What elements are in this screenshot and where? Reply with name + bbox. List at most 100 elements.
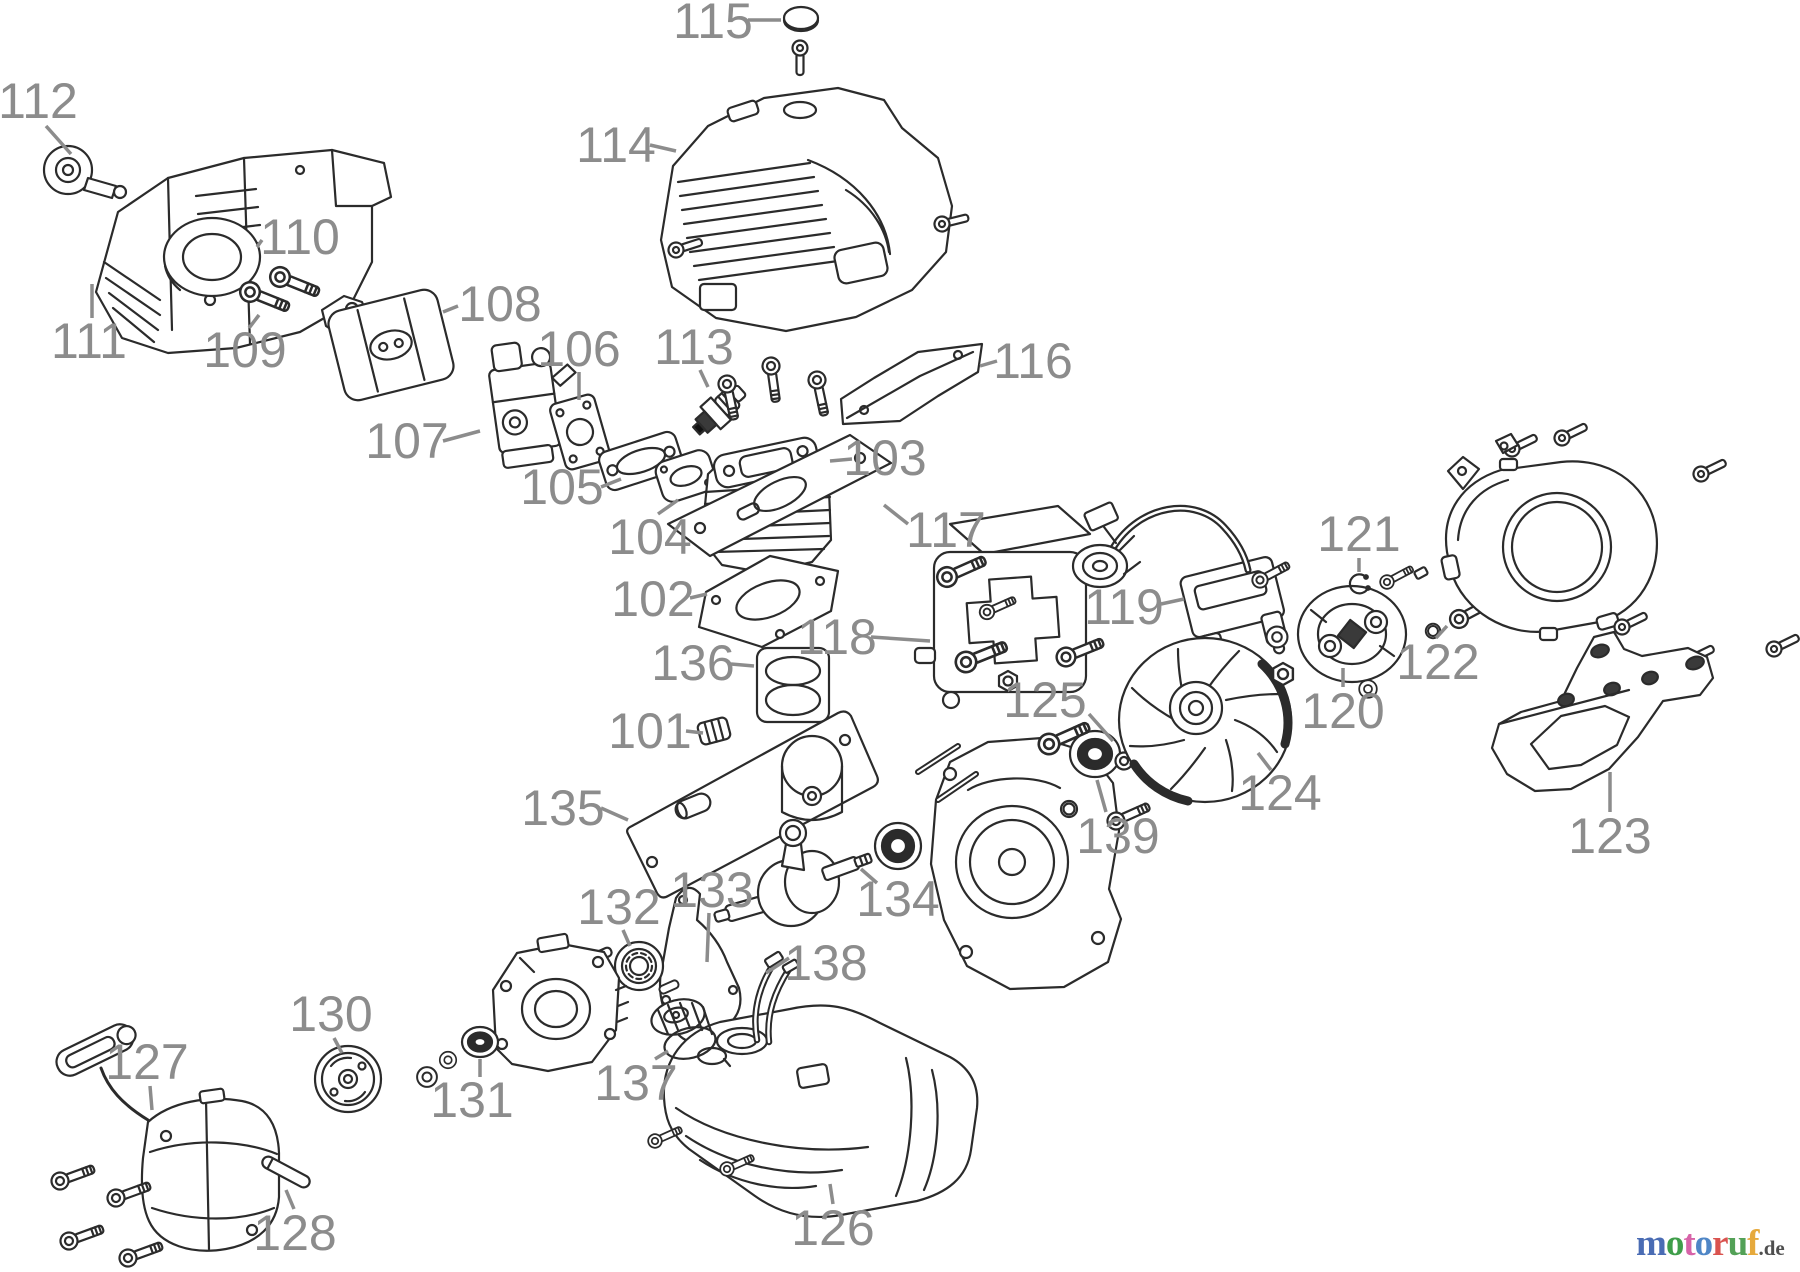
leader-line-130 <box>332 1037 344 1054</box>
part-label-124: 124 <box>1238 765 1321 821</box>
part-label-128: 128 <box>253 1205 336 1261</box>
leader-line-109 <box>247 313 261 330</box>
leader-line-108 <box>442 304 459 314</box>
leader-line-101 <box>685 729 704 735</box>
part-label-114: 114 <box>576 117 656 173</box>
hex-nut <box>1271 661 1295 687</box>
part-label-106: 106 <box>537 321 620 377</box>
recoil-starter <box>55 1023 281 1252</box>
part-label-123: 123 <box>1568 808 1651 864</box>
starter-handle <box>55 1023 137 1077</box>
logo-letter: o <box>1665 1223 1684 1264</box>
kill-switch-connector <box>1083 501 1119 532</box>
part-label-113: 113 <box>654 319 734 375</box>
part-label-127: 127 <box>105 1034 188 1090</box>
cover-cap <box>782 5 820 33</box>
leader-line-119 <box>1160 597 1185 606</box>
part-label-104: 104 <box>608 509 691 565</box>
leader-line-135 <box>600 806 629 822</box>
leader-line-118 <box>870 635 931 643</box>
part-labels: 1011021031041051061071081091101111121131… <box>0 0 1652 1261</box>
part-label-101: 101 <box>608 703 691 759</box>
part-label-133: 133 <box>670 862 753 918</box>
part-label-102: 102 <box>611 571 694 627</box>
part-label-115: 115 <box>673 0 753 49</box>
part-label-132: 132 <box>577 879 660 935</box>
cover-cap-screw <box>791 39 809 77</box>
washer <box>438 1050 458 1070</box>
manifold-gasket <box>654 449 718 503</box>
part-label-110: 110 <box>260 209 340 265</box>
muffler-gasket <box>666 433 893 558</box>
part-label-134: 134 <box>856 871 939 927</box>
leader-line-110 <box>255 238 264 249</box>
carburetor <box>488 341 577 469</box>
logo-letter: .de <box>1758 1236 1785 1260</box>
logo-letter: f <box>1747 1223 1759 1264</box>
circlip <box>1348 573 1371 595</box>
connecting-rod <box>778 818 808 872</box>
cylinder-bolts <box>715 355 834 423</box>
leader-line-113 <box>698 369 710 388</box>
leader-line-117 <box>882 503 910 526</box>
needle-bearing <box>696 716 732 746</box>
starter-pulley <box>313 1044 383 1114</box>
spacer <box>1413 566 1429 580</box>
part-label-112: 112 <box>0 73 78 129</box>
logo-letter: t <box>1683 1223 1695 1264</box>
part-label-108: 108 <box>458 276 541 332</box>
engine-top-cover <box>659 86 954 333</box>
part-label-119: 119 <box>1084 579 1164 635</box>
leader-line-125 <box>1087 712 1115 743</box>
logo-letter: m <box>1636 1223 1667 1264</box>
part-label-111: 111 <box>51 313 127 369</box>
clutch <box>1296 584 1408 684</box>
leader-line-137 <box>654 1049 669 1061</box>
part-label-116: 116 <box>993 333 1073 389</box>
air-filter-cover <box>327 288 455 402</box>
part-label-130: 130 <box>289 986 372 1042</box>
crankshaft <box>713 818 873 928</box>
crankcase-half-left <box>491 932 630 1073</box>
leader-line-102 <box>689 592 708 600</box>
leader-line-136 <box>730 662 755 668</box>
part-label-122: 122 <box>1396 634 1479 690</box>
part-label-135: 135 <box>521 780 604 836</box>
part-label-137: 137 <box>594 1055 677 1111</box>
part-label-121: 121 <box>1317 506 1400 562</box>
logo-letter: r <box>1712 1223 1728 1264</box>
leader-line-138 <box>765 956 790 975</box>
cylinder-base-gasket <box>697 554 840 649</box>
logo-letter: u <box>1727 1223 1749 1264</box>
part-label-125: 125 <box>1003 672 1086 728</box>
leader-line-107 <box>442 429 481 443</box>
fuel-tank <box>662 1004 979 1219</box>
part-label-107: 107 <box>365 413 448 469</box>
flywheel <box>1117 636 1293 806</box>
motoruf-watermark: motoruf.de <box>1636 1222 1800 1265</box>
ball-bearing <box>613 940 665 992</box>
fan-cover <box>1440 455 1658 642</box>
leader-line-112 <box>44 124 73 156</box>
part-label-139: 139 <box>1076 808 1159 864</box>
part-label-105: 105 <box>520 459 603 515</box>
part-label-103: 103 <box>843 430 926 486</box>
logo-letter: o <box>1694 1223 1713 1264</box>
part-label-118: 118 <box>797 609 877 665</box>
o-ring <box>1059 799 1079 819</box>
leader-line-126 <box>828 1183 835 1205</box>
leader-line-124 <box>1256 751 1273 772</box>
intake-manifold <box>598 430 684 492</box>
spark-plug-boot <box>1071 534 1142 589</box>
part-label-117: 117 <box>906 502 986 558</box>
leader-line-128 <box>284 1189 296 1210</box>
small-bolt <box>1376 561 1417 593</box>
leader-line-132 <box>621 929 632 947</box>
leader-line-116 <box>979 359 998 368</box>
cover-gasket <box>839 342 984 426</box>
leader-line-127 <box>148 1085 154 1111</box>
starter-pin <box>261 1155 311 1189</box>
oil-seal-small <box>460 1025 500 1059</box>
part-label-131: 131 <box>430 1072 513 1128</box>
